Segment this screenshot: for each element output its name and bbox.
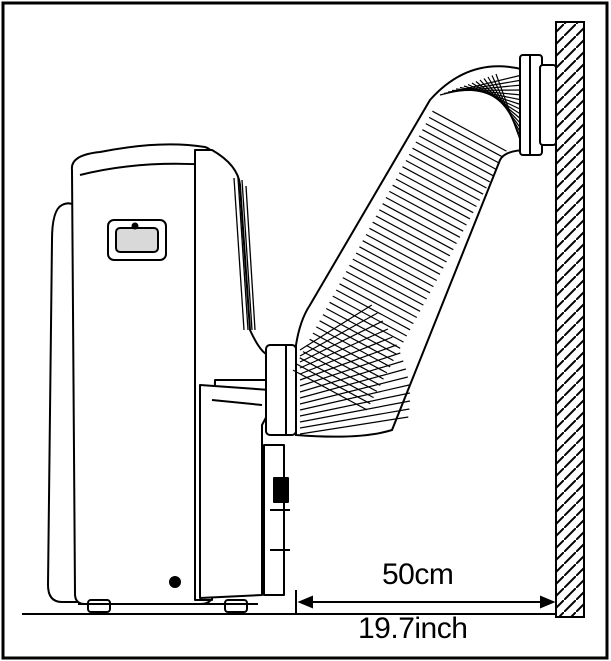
- wall: [556, 22, 584, 617]
- wheel: [225, 600, 247, 612]
- wheel: [88, 600, 110, 612]
- hose-adapter-unit: [266, 345, 296, 435]
- window-wall-adapter: [520, 55, 556, 155]
- exhaust-hose: [293, 66, 528, 436]
- dimension-line: [296, 590, 553, 614]
- dimension-metric-label: 50cm: [382, 558, 453, 592]
- drain-icon: [170, 577, 180, 587]
- air-conditioner-unit: [48, 144, 290, 612]
- dimension-imperial-label: 19.7inch: [358, 612, 467, 646]
